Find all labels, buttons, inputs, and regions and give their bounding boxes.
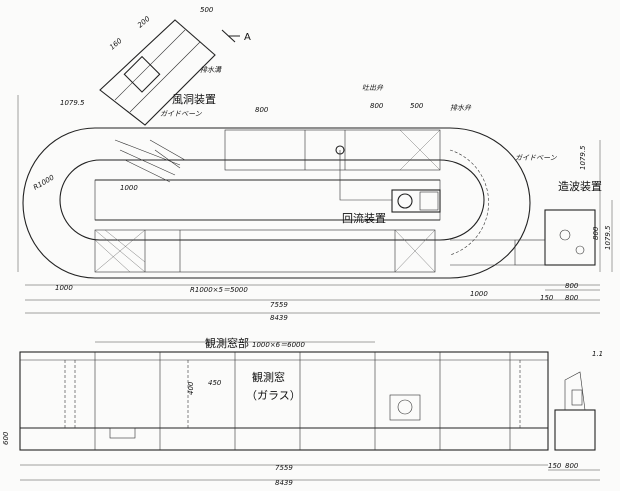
dim-elev-400: 400 (187, 381, 195, 395)
elevation-dimension-lines (20, 464, 600, 481)
label-guide-vane-right: ガイドベーン (515, 154, 558, 162)
dim-800-a: 800 (565, 282, 579, 290)
plan-dimension-lines (17, 95, 613, 314)
elevation-tank (19, 351, 549, 451)
dim-plan-total-2: 8439 (270, 314, 288, 322)
fan-duct (99, 19, 216, 126)
guide-vanes-left (114, 139, 186, 183)
label-circulation: 回流装置 (342, 211, 386, 225)
dim-800-c: 800 (592, 226, 600, 240)
guide-vane-right (449, 149, 489, 256)
circulation-machine (335, 145, 441, 213)
dim-500-duct: 500 (410, 102, 424, 110)
test-section (94, 229, 436, 273)
dim-800-duct: 800 (370, 102, 384, 110)
upper-duct (224, 129, 441, 171)
label-observation-window: 観測窓 (252, 370, 285, 384)
label-glass: （ガラス） (246, 389, 301, 402)
hatched-block-left (94, 229, 146, 273)
label-observation-windows: 観測窓部 (205, 336, 249, 350)
label-wave-maker: 造波装置 (558, 179, 602, 193)
dim-plan-total-1: 7559 (270, 301, 288, 309)
dim-800-b: 800 (565, 294, 579, 302)
label-obs-spec: 1000×6＝6000 (252, 341, 305, 349)
dim-elev-total-2: 8439 (275, 479, 293, 487)
label-guide-vane-left: ガイドベーン (160, 110, 203, 118)
dim-150: 150 (540, 294, 554, 302)
hatched-block-right (394, 229, 436, 273)
dim-1000-left: 1000 (55, 284, 73, 292)
dim-800-duct2: 800 (255, 106, 269, 114)
fan-motor (123, 55, 161, 93)
dim-elev-450: 450 (208, 379, 222, 387)
dim-h10795-left: 1079.5 (60, 99, 85, 107)
dim-elev-ne: 1.1 (592, 350, 603, 358)
dim-duct-160: 160 (108, 36, 124, 51)
elevation-wave-maker (554, 409, 596, 451)
dim-center: R1000×5＝5000 (190, 286, 248, 294)
label-gate-valve-2: 排水弁 (450, 104, 472, 112)
elevation-view (19, 351, 596, 451)
view-label-a: A (244, 32, 251, 43)
label-gate-valve-1: 吐出弁 (362, 84, 384, 92)
dim-duct-500: 500 (200, 6, 214, 14)
dim-straight: 1000 (120, 184, 138, 192)
label-wind-tunnel: 風洞装置 (172, 93, 216, 106)
wave-maker-box (450, 209, 596, 266)
dim-duct-200: 200 (136, 14, 152, 29)
dim-elev-150: 150 (548, 462, 562, 470)
view-arrow (221, 29, 240, 43)
channel-inner-wall (59, 159, 485, 241)
hatched-block-top (399, 129, 441, 171)
dim-h10795-right2: 1079.5 (604, 225, 612, 250)
dim-elev-800: 800 (565, 462, 579, 470)
dim-1000-right: 1000 (470, 290, 488, 298)
dim-r1000: R1000 (32, 173, 56, 192)
channel-outer-wall (22, 127, 531, 279)
dim-h10795-right: 1079.5 (579, 145, 587, 170)
dim-elev-600: 600 (2, 431, 10, 445)
dim-elev-total-1: 7559 (275, 464, 293, 472)
label-exhaust: 排水溝 (200, 66, 222, 74)
